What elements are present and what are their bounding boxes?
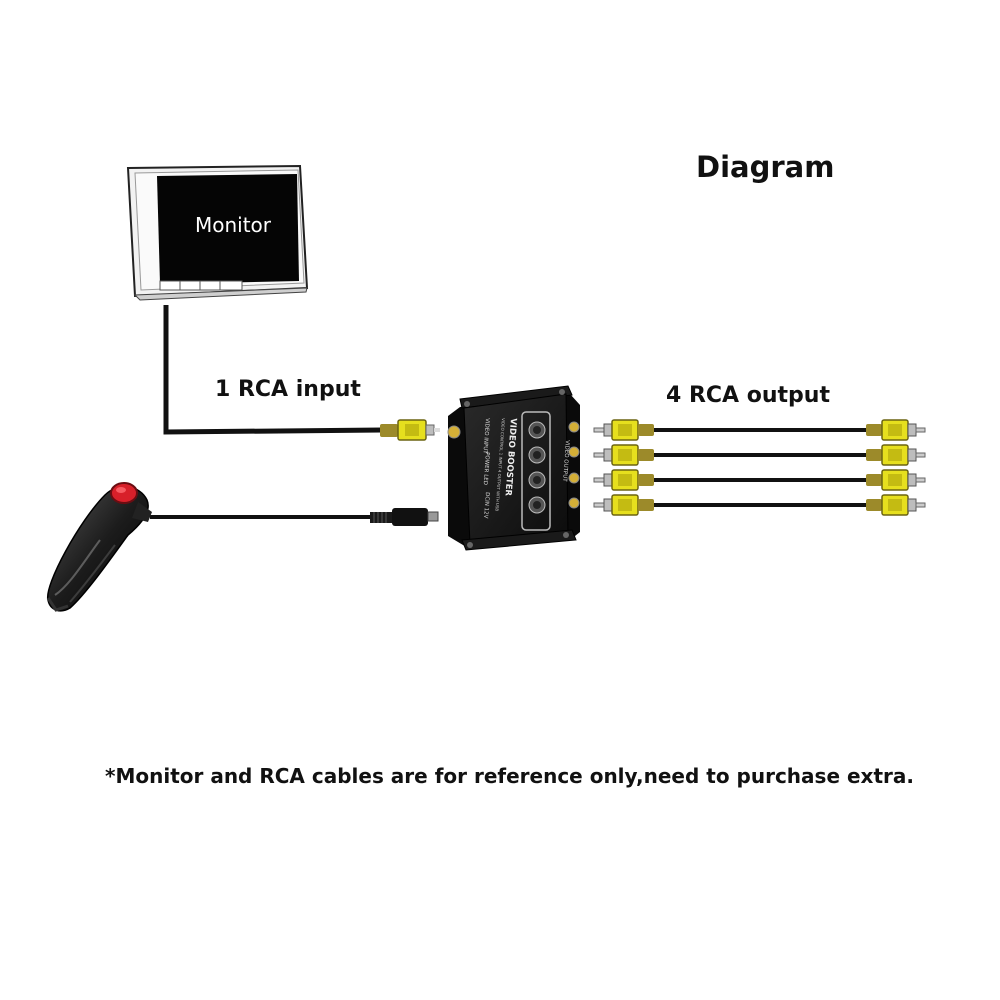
booster-video-input-label: VIDEO INPUT [481, 418, 490, 455]
power-switch-icon [110, 482, 138, 504]
output-rca-cables [593, 419, 926, 516]
diagram-title: Diagram [696, 150, 835, 184]
output-cable-2 [593, 444, 926, 466]
output-cable-3 [593, 469, 926, 491]
input-rca-plug [380, 419, 440, 441]
input-label: 1 RCA input [215, 377, 361, 402]
output-cable-1 [593, 419, 926, 441]
output-label: 4 RCA output [666, 383, 830, 408]
monitor-cable [163, 305, 386, 435]
output-cable-4 [593, 494, 926, 516]
video-booster-box: VIDEO BOOSTER VIDEO CONTROL 1 INPUT 4 OU… [447, 385, 580, 551]
booster-video-output-label: VIDEO OUTPUT [561, 440, 570, 483]
footnote: *Monitor and RCA cables are for referenc… [105, 764, 914, 788]
booster-subtitle: VIDEO CONTROL 1 INPUT 4 OUTPUT WITH USB [494, 418, 506, 512]
monitor-label: Monitor [194, 213, 272, 237]
cigarette-lighter-plug [46, 482, 152, 612]
booster-power-led-label: POWER LED [482, 452, 490, 485]
monitor-illustration [126, 164, 309, 301]
dc-plug [370, 508, 439, 526]
booster-dc-in-label: DCIN 12V [482, 492, 490, 519]
